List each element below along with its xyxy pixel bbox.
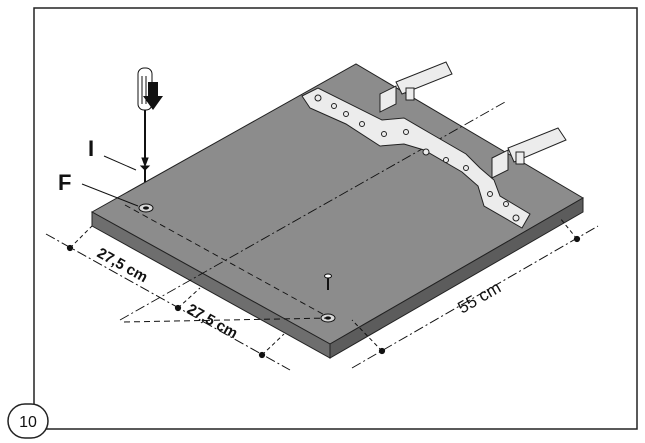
rear-clip-left bbox=[379, 61, 453, 113]
screw-icon bbox=[139, 165, 151, 182]
fixing-point-left bbox=[138, 203, 154, 213]
leader-screw bbox=[103, 155, 137, 171]
depth-dimension-line bbox=[351, 217, 599, 369]
dimension-depth: 55 cm bbox=[455, 278, 505, 318]
push-down-arrow-icon bbox=[143, 82, 163, 110]
dimension-right-half: 27,5 cm bbox=[184, 301, 240, 343]
leader-fixing bbox=[81, 183, 139, 207]
callout-screw: I bbox=[88, 136, 94, 161]
step-number: 10 bbox=[19, 414, 37, 431]
width-dimension-line bbox=[45, 225, 331, 371]
step-number-badge: 10 bbox=[7, 403, 49, 439]
screw-icon-2 bbox=[324, 273, 332, 290]
figure-frame bbox=[33, 7, 638, 430]
countertop-right-edge bbox=[329, 197, 584, 359]
callout-fixing-point: F bbox=[58, 170, 71, 195]
centre-line-short bbox=[124, 204, 331, 319]
rear-clip-right bbox=[491, 127, 567, 179]
mounting-bracket bbox=[301, 87, 531, 229]
centre-line-long bbox=[119, 101, 506, 321]
